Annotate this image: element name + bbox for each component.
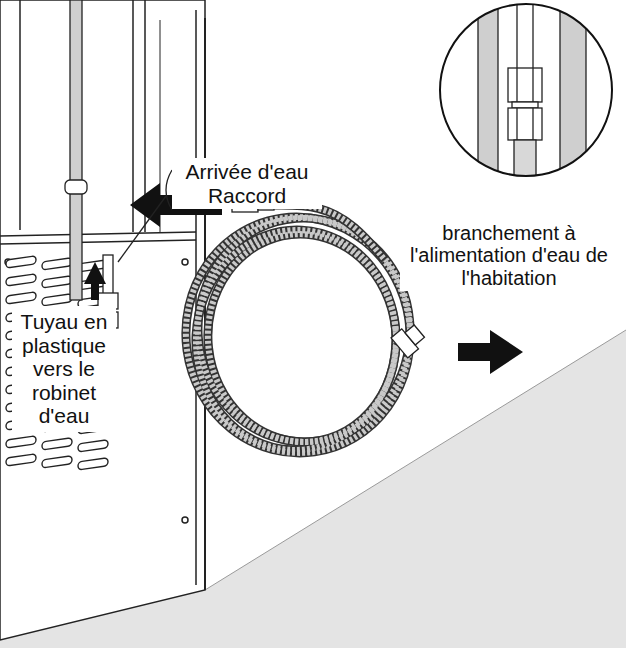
vent-slots	[6, 436, 36, 448]
vent-slots	[42, 438, 72, 450]
plastic-tube	[65, 180, 87, 194]
refrigerator	[182, 259, 188, 265]
hose-fitting	[405, 325, 424, 345]
refrigerator	[182, 517, 188, 523]
detail-inset	[516, 68, 517, 102]
vent-slots	[6, 292, 36, 304]
detail-inset	[516, 108, 517, 140]
refrigerator	[132, 0, 134, 232]
vent-slots	[78, 440, 108, 452]
refrigerator	[0, 0, 205, 640]
detail-inset	[440, 4, 612, 176]
detail-inset	[440, 0, 612, 200]
detail-inset	[532, 68, 533, 102]
inlet-fitting	[103, 255, 113, 295]
callout-label: Arrivée d'eau Raccord	[172, 158, 322, 209]
leader-line	[118, 196, 166, 262]
vent-slots	[78, 458, 108, 470]
arrow	[458, 330, 523, 374]
hose-fitting	[391, 321, 428, 358]
braided-hose	[274, 205, 385, 260]
refrigerator	[19, 0, 21, 230]
detail-inset	[514, 140, 536, 200]
plastic-tube	[65, 0, 87, 300]
braided-hose	[171, 203, 426, 468]
detail-inset	[508, 68, 542, 102]
floor-edge	[205, 330, 626, 590]
detail-inset	[560, 0, 586, 200]
vent-slots	[6, 454, 36, 466]
braided-hose	[190, 225, 401, 455]
vent-slots	[6, 256, 36, 268]
braided-hose	[171, 203, 426, 468]
arrow	[84, 262, 106, 300]
detail-inset	[512, 102, 538, 108]
plastic-tube	[70, 0, 82, 300]
vent-slots	[42, 294, 72, 306]
hose-fitting	[232, 198, 428, 358]
braided-hose	[171, 203, 426, 468]
detail-inset	[532, 108, 533, 140]
refrigerator	[0, 0, 205, 640]
detail-inset	[517, 0, 533, 70]
callout-label: branchement à l'alimentation d'eau de l'…	[400, 220, 618, 291]
refrigerator	[0, 232, 196, 236]
vent-slots	[42, 276, 72, 288]
refrigerator	[0, 240, 196, 244]
braided-hose	[274, 205, 385, 260]
vent-slots	[6, 274, 36, 286]
braided-hose	[190, 211, 417, 449]
vent-slots	[42, 258, 72, 270]
braided-hose	[198, 225, 407, 452]
vent-slots	[42, 456, 72, 468]
callout-label: Tuyau en plastique vers le robinet d'eau	[12, 306, 116, 432]
detail-inset	[508, 108, 542, 140]
